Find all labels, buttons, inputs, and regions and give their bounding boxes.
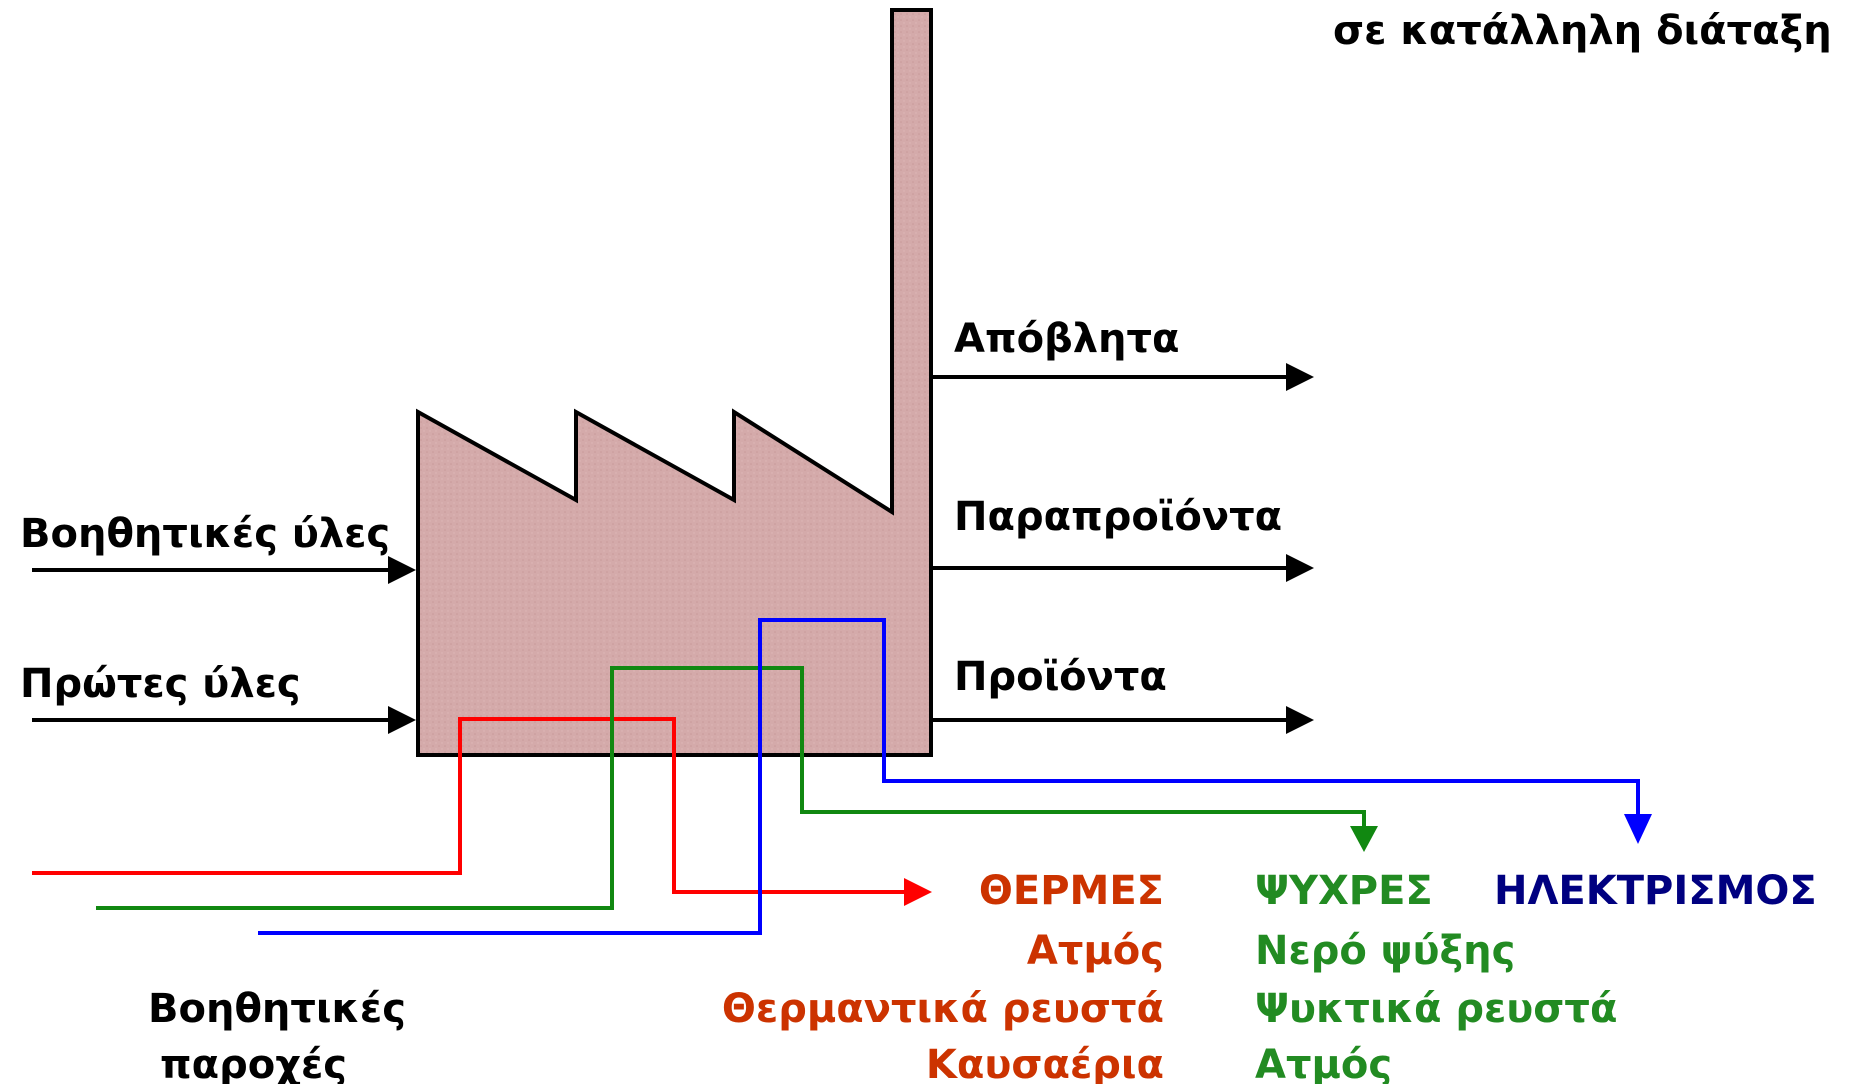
output-arrow-products — [931, 706, 1314, 734]
hot-utility-item: Θερμαντικά ρευστά — [722, 986, 1164, 1032]
input-arrow-auxiliary — [32, 556, 416, 584]
cold-utility-item: Ατμός — [1255, 1042, 1392, 1084]
factory-building — [416, 8, 933, 757]
output-label-products: Προϊόντα — [954, 654, 1167, 700]
utilities-label-line2: παροχές — [160, 1042, 347, 1084]
input-arrow-raw — [32, 706, 416, 734]
input-label-raw: Πρώτες ύλες — [20, 661, 301, 707]
utilities-label-line1: Βοηθητικές — [148, 986, 406, 1032]
output-arrow-waste — [931, 363, 1314, 391]
output-label-waste: Απόβλητα — [954, 316, 1180, 362]
hot-utilities-group: ΘΕΡΜΕΣ Ατμός Θερμαντικά ρευστά Καυσαέρια — [722, 868, 1164, 1084]
hot-utility-item: Ατμός — [1027, 928, 1164, 974]
electric-utility-line — [258, 618, 1652, 935]
input-label-auxiliary: Βοηθητικές ύλες — [20, 511, 390, 557]
cold-utilities-group: ΨΥΧΡΕΣ Νερό ψύξης Ψυκτικά ρευστά Ατμός — [1255, 868, 1617, 1084]
output-label-byproducts: Παραπροϊόντα — [954, 494, 1282, 540]
hot-utilities-title: ΘΕΡΜΕΣ — [979, 868, 1164, 914]
cold-utility-item: Νερό ψύξης — [1255, 928, 1515, 974]
cold-utility-item: Ψυκτικά ρευστά — [1255, 986, 1617, 1032]
cold-utility-line — [96, 666, 1378, 910]
hot-utility-item: Καυσαέρια — [926, 1042, 1164, 1084]
cold-utilities-title: ΨΥΧΡΕΣ — [1255, 868, 1433, 914]
header-text: σε κατάλληλη διάταξη — [1333, 8, 1832, 54]
output-arrow-byproducts — [931, 554, 1314, 582]
electric-utilities-title: ΗΛΕΚΤΡΙΣΜΟΣ — [1494, 868, 1817, 914]
hot-utility-line — [32, 717, 932, 906]
